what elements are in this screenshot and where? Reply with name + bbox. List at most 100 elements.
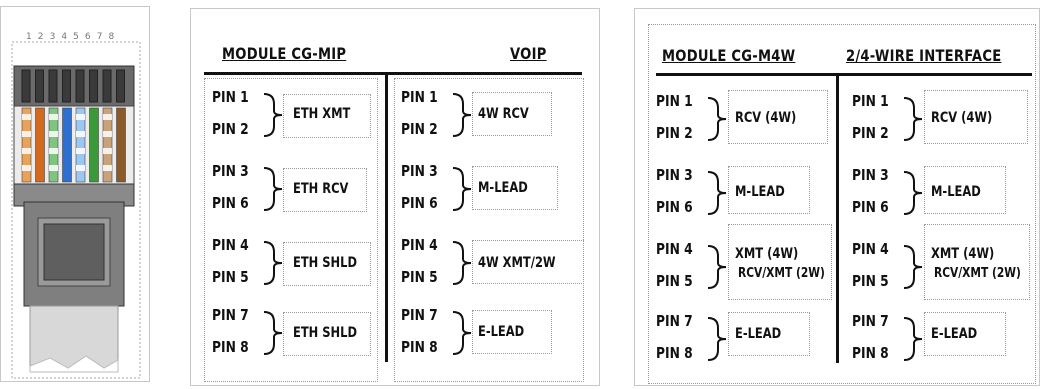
signal-label: M-LEAD xyxy=(735,184,785,200)
pin-label: PIN 6 xyxy=(852,198,889,216)
label-box xyxy=(472,310,552,354)
wire xyxy=(21,107,32,183)
pin-label: PIN 7 xyxy=(852,312,889,330)
pin-label: PIN 1 xyxy=(212,88,249,106)
signal-label: 4W RCV xyxy=(478,106,529,122)
brace-icon xyxy=(452,241,472,285)
signal-label: E-LEAD xyxy=(478,324,525,340)
brace-icon xyxy=(707,317,727,361)
pin-label: PIN 7 xyxy=(212,306,249,324)
wire-stripe xyxy=(76,165,85,171)
brace-icon xyxy=(263,241,283,285)
brace-icon xyxy=(263,311,283,355)
wire xyxy=(35,107,45,183)
pin-label: PIN 1 xyxy=(401,88,438,106)
pin-label: PIN 5 xyxy=(656,272,693,290)
wire-stripe xyxy=(22,131,31,137)
pin-label: PIN 8 xyxy=(401,338,438,356)
pin-label: PIN 5 xyxy=(212,268,249,286)
label-box xyxy=(728,166,810,214)
contact-pin xyxy=(116,69,125,103)
pin-label: PIN 8 xyxy=(656,344,693,362)
signal-label: RCV (4W) xyxy=(735,110,797,126)
mip-module-title: MODULE CG-MIP xyxy=(222,44,347,63)
label-box xyxy=(472,92,552,136)
signal-label: XMT (4W) xyxy=(735,246,799,262)
pin-label: PIN 2 xyxy=(212,120,249,138)
label-box xyxy=(283,312,371,356)
m4w-module-title: MODULE CG-M4W xyxy=(662,46,796,65)
wire xyxy=(102,107,113,183)
signal-label-secondary: RCV/XMT (2W) xyxy=(934,266,1021,281)
contact-pin xyxy=(48,69,58,103)
wire-stripe xyxy=(49,148,58,154)
signal-label: E-LEAD xyxy=(735,326,782,342)
signal-label: E-LEAD xyxy=(931,326,978,342)
signal-label: M-LEAD xyxy=(478,180,528,196)
label-box xyxy=(283,168,367,212)
signal-label-secondary: RCV/XMT (2W) xyxy=(738,266,825,281)
signal-label: ETH SHLD xyxy=(293,325,357,341)
m4w-interface-title: 2/4-WIRE INTERFACE xyxy=(846,46,1002,65)
rj45-connector-image xyxy=(11,41,141,379)
brace-icon xyxy=(903,317,923,361)
brace-icon xyxy=(263,167,283,211)
connector-frame xyxy=(0,6,150,382)
pin-label: PIN 1 xyxy=(852,92,889,110)
mip-panel-frame xyxy=(190,8,600,386)
pin-label: PIN 5 xyxy=(852,272,889,290)
pin-label: PIN 2 xyxy=(852,124,889,142)
contact-pin xyxy=(62,69,71,103)
label-box xyxy=(924,166,1006,214)
pin-label: PIN 7 xyxy=(656,312,693,330)
pin-label: PIN 3 xyxy=(401,162,438,180)
contact-pin xyxy=(21,69,31,103)
mip-interface-title: VOIP xyxy=(510,44,547,63)
m4w-outer-box xyxy=(648,24,1036,384)
mip-left-box xyxy=(204,78,378,382)
brace-icon xyxy=(903,97,923,141)
label-box xyxy=(283,94,371,138)
signal-label: ETH SHLD xyxy=(293,255,357,271)
wire xyxy=(48,107,59,183)
wire-stripe xyxy=(22,148,31,154)
contact-pin xyxy=(102,69,112,103)
label-box xyxy=(728,90,828,144)
signal-label: ETH XMT xyxy=(293,106,351,122)
wire xyxy=(116,107,126,183)
wire-stripe xyxy=(103,114,112,120)
label-box xyxy=(728,312,810,356)
mip-header-rule xyxy=(204,72,582,75)
label-box xyxy=(924,224,1030,300)
brace-icon xyxy=(452,167,472,211)
pin-numbers: 1 2 3 4 5 6 7 8 xyxy=(26,32,116,42)
pin-label: PIN 2 xyxy=(656,124,693,142)
mip-right-box xyxy=(394,78,584,382)
contact-pin xyxy=(89,69,98,103)
wire-stripe xyxy=(76,131,85,137)
pin-label: PIN 8 xyxy=(212,338,249,356)
mip-center-rule xyxy=(385,72,388,362)
label-box xyxy=(472,240,584,284)
pin-label: PIN 4 xyxy=(852,240,889,258)
brace-icon xyxy=(452,311,472,355)
wire-stripe xyxy=(103,131,112,137)
wire-stripe xyxy=(49,114,58,120)
brace-icon xyxy=(903,245,923,289)
signal-label: RCV (4W) xyxy=(931,110,993,126)
pin-label: PIN 4 xyxy=(656,240,693,258)
wire xyxy=(89,107,99,183)
brace-icon xyxy=(903,171,923,215)
wire-stripe xyxy=(76,148,85,154)
signal-label: M-LEAD xyxy=(931,184,981,200)
contact-pin xyxy=(35,69,44,103)
m4w-panel-frame xyxy=(634,8,1040,386)
pin-label: PIN 8 xyxy=(852,344,889,362)
wire xyxy=(62,107,72,183)
wire xyxy=(75,107,86,183)
contact-pin xyxy=(75,69,85,103)
pin-label: PIN 6 xyxy=(656,198,693,216)
signal-label: ETH RCV xyxy=(293,181,349,197)
brace-icon xyxy=(707,171,727,215)
wire-stripe xyxy=(49,165,58,171)
